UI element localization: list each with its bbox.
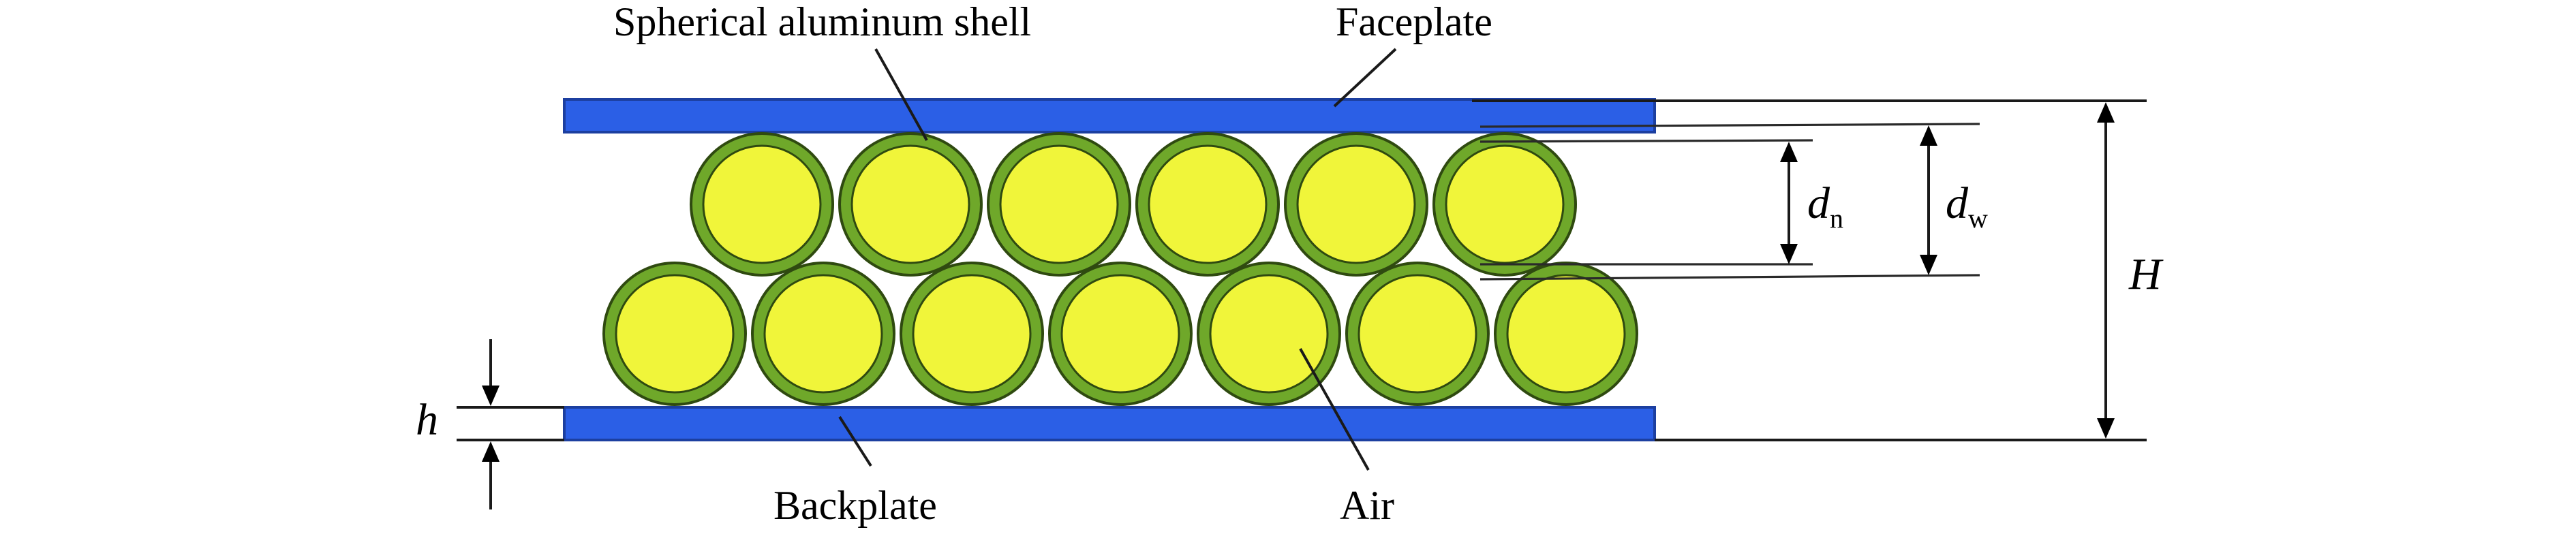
label-dn: dn [1807,178,1843,234]
label-air: Air [1340,483,1394,528]
faceplate [563,98,1656,134]
shell-sphere-top [1135,132,1280,277]
shell-sphere-top [690,132,834,277]
dimension-h [457,339,564,509]
label-shell: Spherical aluminum shell [613,0,1031,44]
label-backplate: Backplate [773,483,937,528]
shell-sphere-bottom [1048,262,1193,406]
shell-sphere-bottom [1345,262,1490,406]
dimension-H [2097,102,2115,439]
leader-lines [838,48,1397,471]
label-h: h [416,395,438,445]
sphere-row-top [690,132,1577,277]
shell-sphere-top [838,132,983,277]
dimension-dw [1920,125,1937,275]
shell-sphere-bottom [1197,262,1341,406]
label-H: H [2128,249,2164,299]
shell-sphere-top [1284,132,1428,277]
shell-sphere-bottom [602,262,747,406]
label-dw: dw [1946,178,1988,234]
backplate [563,406,1656,441]
shell-sphere-top [1432,132,1577,277]
shell-sphere-bottom [751,262,895,406]
shell-sphere-bottom [1494,262,1638,406]
sphere-row-bottom [602,262,1638,406]
shell-sphere-top [987,132,1131,277]
label-faceplate: Faceplate [1336,0,1492,44]
dimension-dn [1780,142,1798,264]
shell-sphere-bottom [900,262,1044,406]
extension-lines [1472,99,2147,441]
